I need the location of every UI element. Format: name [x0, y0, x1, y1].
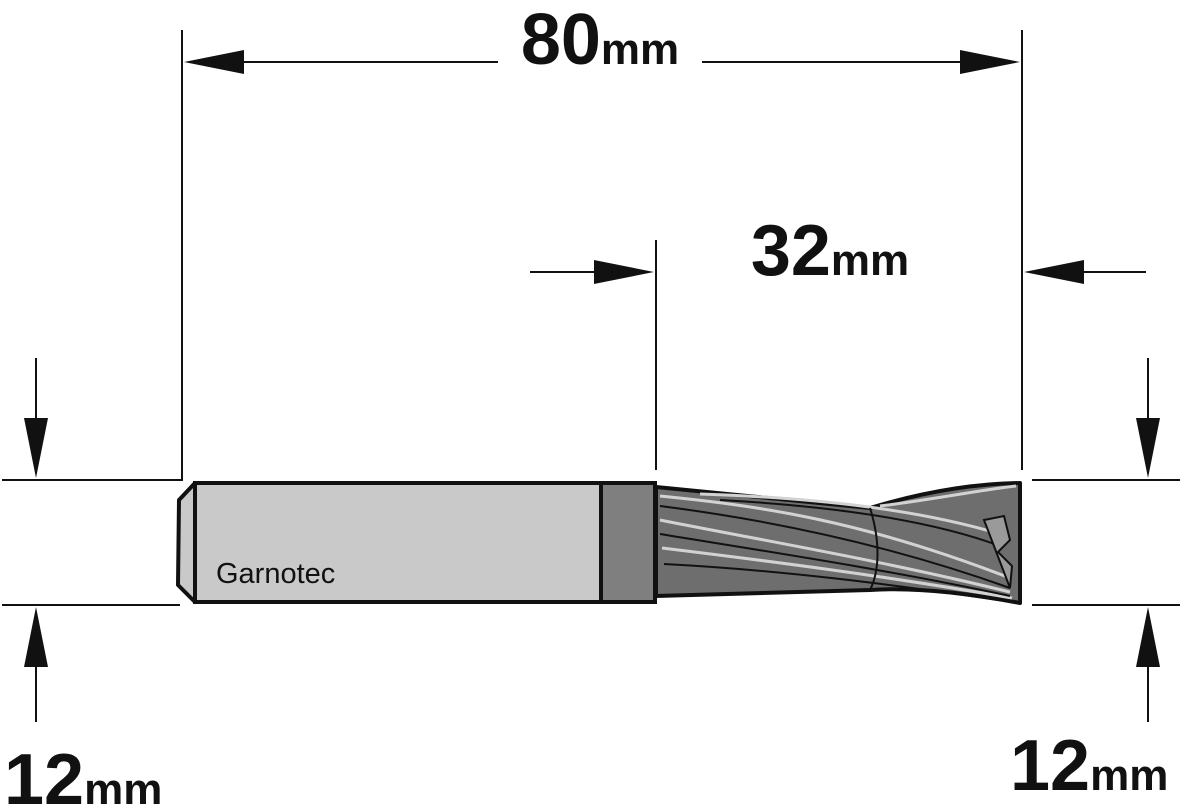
left-extension-line — [2, 30, 183, 481]
dim-80-arrows — [184, 50, 1020, 74]
flute-line-3 — [663, 563, 1013, 603]
dim-32-right-arrowhead — [1024, 260, 1084, 284]
shank-body — [193, 481, 603, 604]
dim-80-right-arrowhead — [960, 50, 1020, 74]
shank — [176, 481, 657, 604]
shank-band — [599, 481, 657, 604]
flute-highlight-5 — [879, 484, 1017, 508]
dim-32-label: 32mm — [751, 211, 909, 291]
cut-top-arrowhead — [1136, 418, 1160, 478]
flute-line-4 — [719, 499, 1001, 547]
flute-line-5 — [869, 507, 879, 591]
flute-highlights — [659, 484, 1017, 600]
shank-bottom-arrowhead — [24, 607, 48, 667]
flute-line-1 — [659, 505, 1011, 589]
brand-label: Garnotec — [216, 558, 335, 590]
shank-diameter-label: 12mm — [4, 740, 162, 812]
flute-line-2 — [659, 533, 1011, 597]
extension-lines — [2, 30, 1180, 606]
cut-bottom-arrowhead — [1136, 607, 1160, 667]
shank-chamfer — [176, 481, 197, 604]
dim-32-left-arrowhead — [594, 260, 654, 284]
cutter-tip-edge — [982, 514, 1014, 589]
cutting-flutes — [654, 481, 1022, 605]
shank-top-arrowhead — [24, 418, 48, 478]
cutting-diameter-label: 12mm — [1010, 726, 1168, 806]
flute-highlight-1 — [659, 494, 1011, 580]
flute-highlight-4 — [699, 492, 1001, 536]
dim-shank-arrows — [24, 358, 48, 722]
flute-highlight-2 — [659, 518, 1011, 594]
dim-80-label: 80mm — [521, 0, 679, 80]
flute-dark-lines — [659, 499, 1013, 603]
flute-highlight-3 — [661, 546, 1013, 600]
dim-80-left-arrowhead — [184, 50, 244, 74]
dim-cut-arrows — [1136, 358, 1160, 722]
dim-32-arrows — [530, 260, 1146, 284]
